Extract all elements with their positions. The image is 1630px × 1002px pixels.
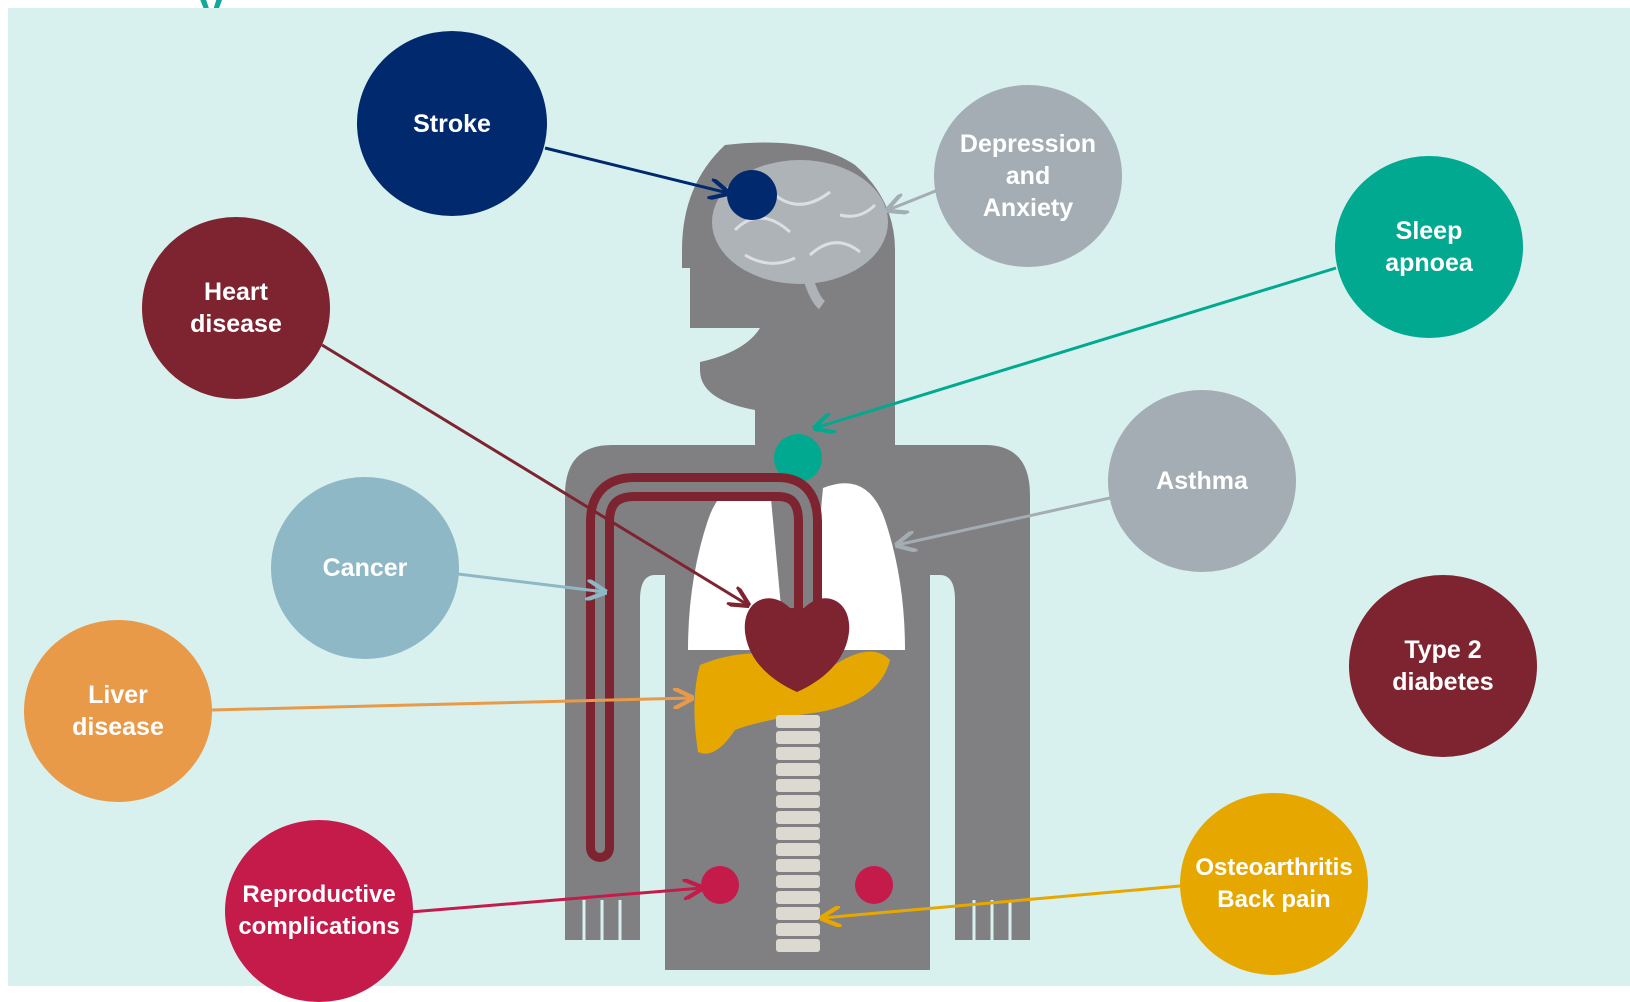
left-ovary-icon	[701, 866, 739, 904]
vertebra	[776, 779, 820, 792]
vertebra	[776, 827, 820, 840]
vertebra	[776, 907, 820, 920]
stroke-marker-icon	[727, 170, 777, 220]
vertebra	[776, 923, 820, 936]
sleep-apnoea-bubble: Sleep apnoea	[1335, 156, 1523, 338]
vertebra	[776, 875, 820, 888]
vertebra	[776, 859, 820, 872]
vertebra	[776, 715, 820, 728]
vertebra	[776, 843, 820, 856]
liver-disease-bubble: Liver disease	[24, 620, 212, 802]
type-2-diabetes-bubble: Type 2 diabetes	[1349, 575, 1537, 757]
spine-icon	[776, 715, 820, 952]
depression-anxiety-bubble: Depression and Anxiety	[934, 85, 1122, 267]
asthma-bubble: Asthma	[1108, 390, 1296, 572]
cancer-bubble: Cancer	[271, 477, 459, 659]
stroke-bubble: Stroke	[357, 31, 547, 216]
heart-disease-bubble: Heart disease	[142, 217, 330, 399]
vertebra	[776, 939, 820, 952]
vertebra	[776, 731, 820, 744]
vertebra	[776, 763, 820, 776]
vertebra	[776, 891, 820, 904]
reproductive-complications-bubble: Reproductive complications	[225, 820, 413, 1002]
vertebra	[776, 747, 820, 760]
osteoarthritis-back-pain-bubble: Osteoarthritis Back pain	[1180, 793, 1368, 975]
right-ovary-icon	[855, 866, 893, 904]
vertebra	[776, 811, 820, 824]
vertebra	[776, 795, 820, 808]
